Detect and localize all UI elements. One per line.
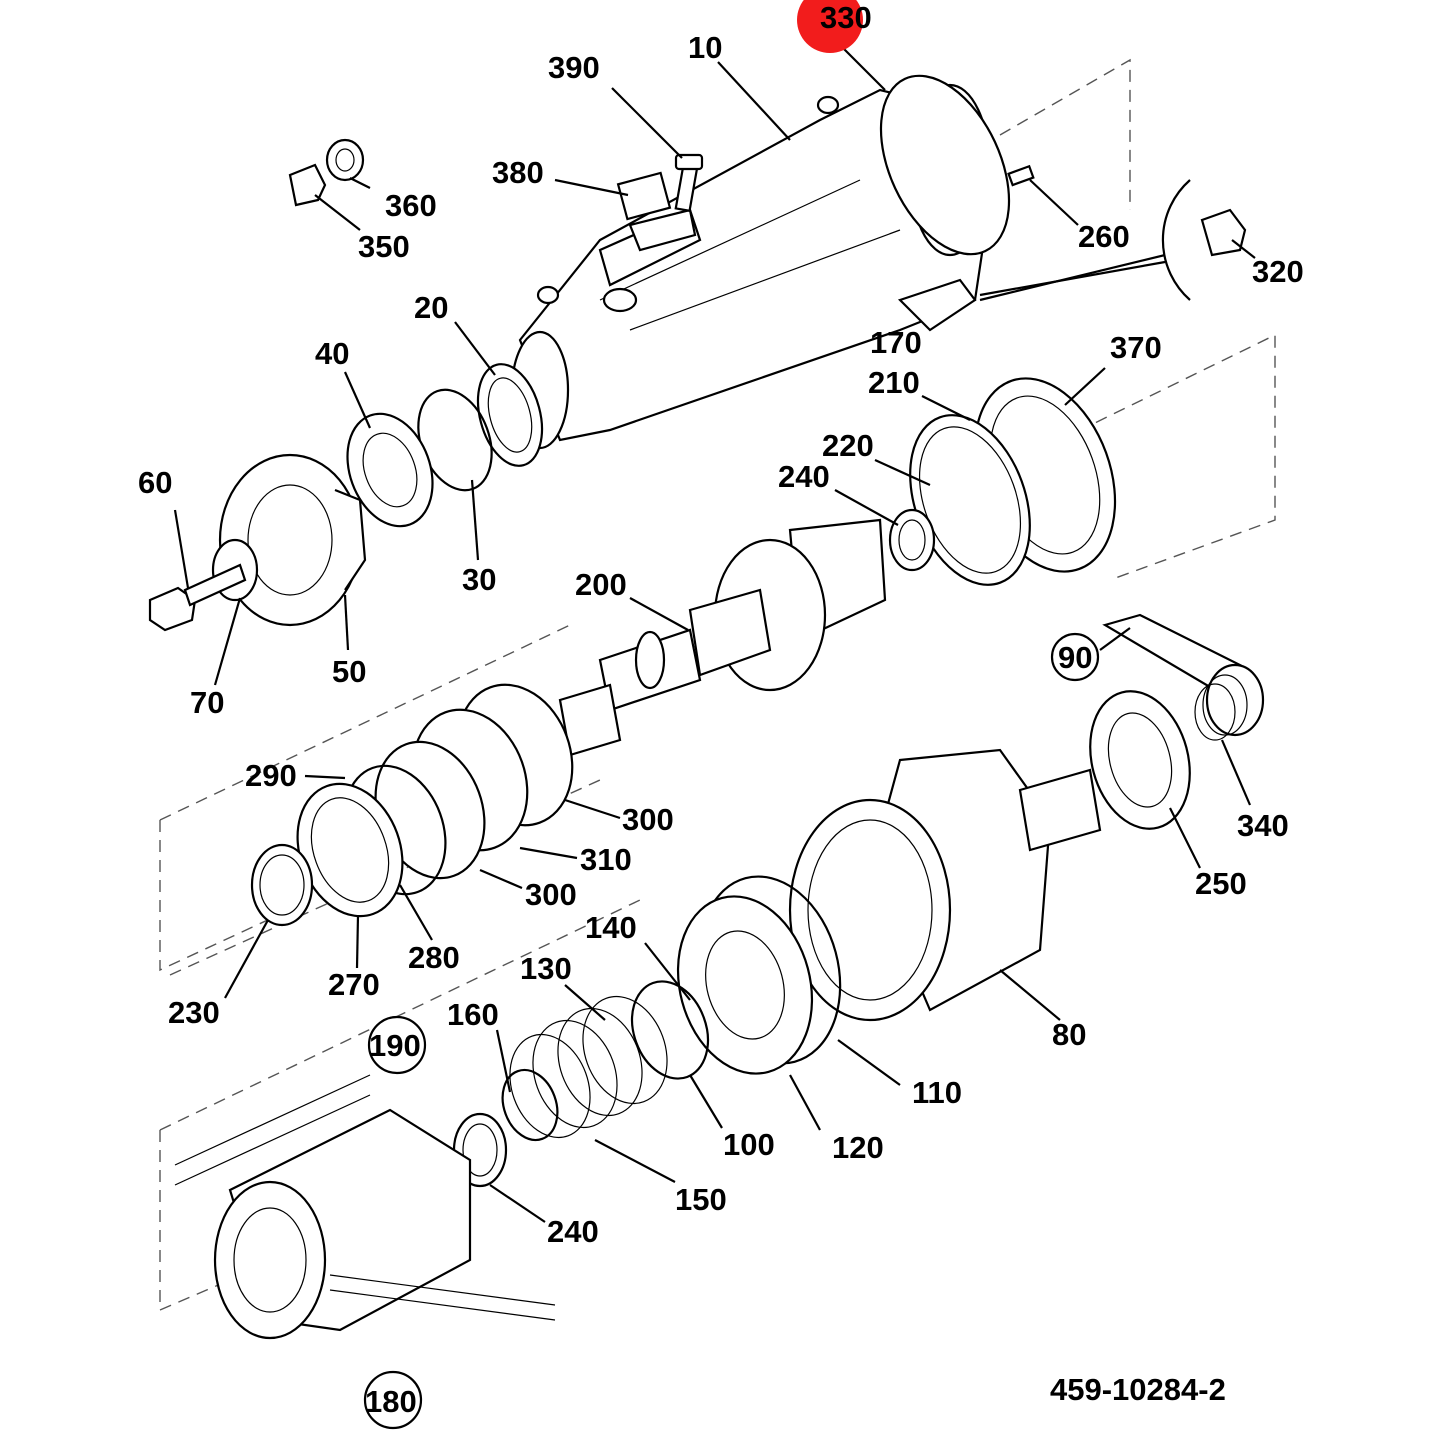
pin-260 — [1007, 164, 1035, 187]
label-300-bottom: 300 — [525, 877, 577, 912]
label-140: 140 — [585, 910, 637, 945]
label-20: 20 — [414, 290, 448, 325]
label-60: 60 — [138, 465, 172, 500]
label-110: 110 — [912, 1075, 962, 1110]
label-310: 310 — [580, 842, 632, 877]
drive-flange — [148, 453, 367, 632]
label-270: 270 — [328, 967, 380, 1002]
label-160: 160 — [447, 997, 499, 1032]
label-30: 30 — [462, 562, 496, 597]
label-90: 90 — [1058, 640, 1092, 675]
label-220: 220 — [822, 428, 874, 463]
label-240-bottom: 240 — [547, 1214, 599, 1249]
drain-plug — [288, 138, 365, 207]
label-320: 320 — [1252, 254, 1304, 289]
sun-gear-hub — [558, 518, 887, 757]
label-10: 10 — [688, 30, 722, 65]
label-300-top: 300 — [622, 802, 674, 837]
highlight-marker — [797, 0, 863, 53]
needle-bearing-top — [888, 508, 936, 572]
circle-190 — [367, 1015, 427, 1075]
ring-gear — [909, 377, 1117, 586]
label-130: 130 — [520, 951, 572, 986]
label-380: 380 — [492, 155, 544, 190]
plug-320-detail — [979, 179, 1247, 302]
label-100: 100 — [723, 1127, 775, 1162]
label-280: 280 — [408, 940, 460, 975]
label-180: 180 — [365, 1384, 417, 1419]
label-240-top: 240 — [778, 459, 830, 494]
label-230: 230 — [168, 995, 220, 1030]
assembly-guide-lines — [159, 58, 1276, 1312]
label-120: 120 — [832, 1130, 884, 1165]
clutch-discs — [250, 683, 574, 927]
label-260: 260 — [1078, 219, 1130, 254]
part-labels: 330 10 390 380 360 350 260 320 20 170 37… — [138, 0, 1304, 1419]
circle-90 — [1050, 632, 1100, 682]
label-40: 40 — [315, 336, 349, 371]
clutch-drum — [788, 748, 1102, 1022]
label-340: 340 — [1237, 808, 1289, 843]
label-150: 150 — [675, 1182, 727, 1217]
label-250: 250 — [1195, 866, 1247, 901]
drawing-number: 459-10284-2 — [1050, 1372, 1226, 1407]
label-190: 190 — [369, 1028, 421, 1063]
speed-sensor — [616, 153, 704, 252]
label-360: 360 — [385, 188, 437, 223]
label-350: 350 — [358, 229, 410, 264]
label-390: 390 — [548, 50, 600, 85]
piston — [676, 875, 842, 1075]
ball-bearing — [1089, 690, 1191, 830]
label-370: 370 — [1110, 330, 1162, 365]
label-50: 50 — [332, 654, 366, 689]
bearing-seal-group — [346, 363, 544, 528]
label-80: 80 — [1052, 1017, 1086, 1052]
label-290: 290 — [245, 758, 297, 793]
return-spring-pack — [501, 980, 710, 1142]
friction-disc-pack — [174, 1074, 556, 1340]
label-70: 70 — [190, 685, 224, 720]
circle-180 — [363, 1370, 423, 1430]
leader-lines — [173, 44, 1256, 1223]
label-210: 210 — [868, 365, 920, 400]
spring-bracket — [1102, 613, 1265, 741]
label-200: 200 — [575, 567, 627, 602]
label-330: 330 — [820, 0, 872, 35]
seal-330 — [879, 74, 1011, 256]
label-170: 170 — [870, 325, 922, 360]
